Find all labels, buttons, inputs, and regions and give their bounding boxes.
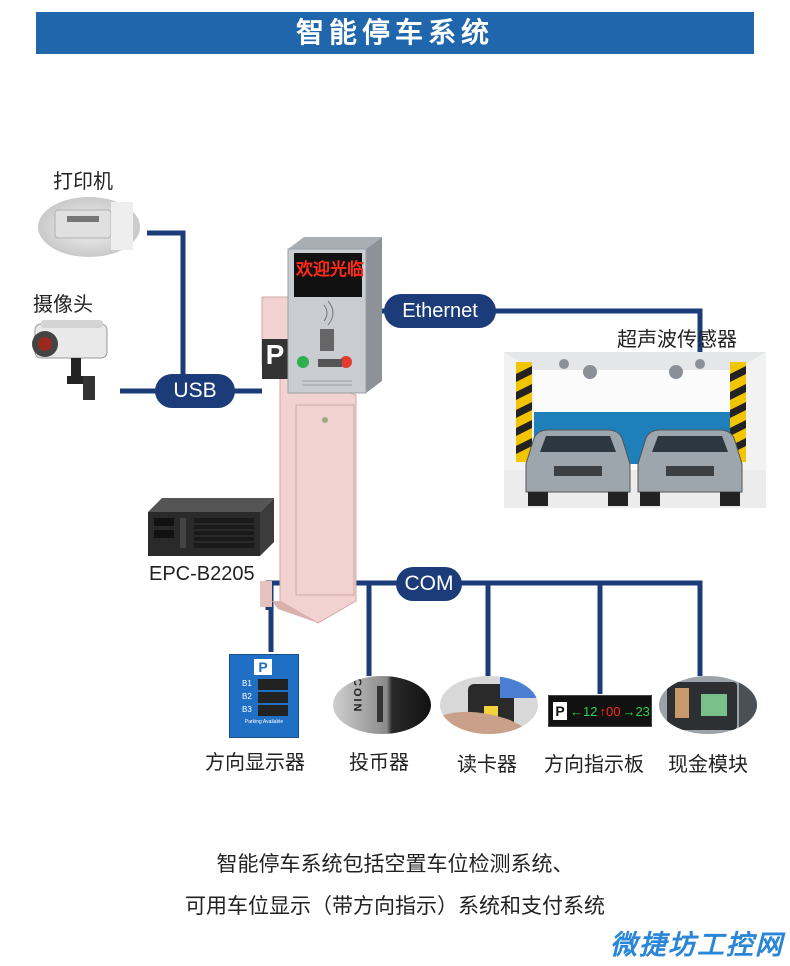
sensor-garage-image: [504, 352, 766, 508]
parking-kiosk: [260, 237, 382, 624]
cash-module-label: 现金模块: [668, 752, 748, 776]
display-row: B1: [242, 679, 288, 690]
board-left-count: ←12: [570, 703, 598, 719]
display-rows: B1 B2 B3: [242, 679, 288, 716]
direction-display-image: P B1 B2 B3 Parking Available: [229, 654, 299, 738]
ethernet-bus-label: Ethernet: [384, 294, 496, 328]
display-row: B3: [242, 705, 288, 716]
printer-wire: [147, 230, 186, 391]
display-row-label: B1: [242, 679, 252, 688]
watermark: 微捷坊工控网: [610, 930, 784, 961]
com-bus-label: COM: [396, 567, 462, 601]
sensor-label: 超声波传感器: [617, 327, 737, 351]
cash-module-image: [659, 676, 757, 734]
camera-image: [32, 320, 108, 400]
usb-bus-label: USB: [155, 374, 235, 408]
kiosk-p-sign: P: [265, 339, 285, 370]
display-row: B2: [242, 692, 288, 703]
display-footer: Parking Available: [244, 719, 284, 725]
direction-board-image: P ←12 ↑00 →23: [548, 695, 652, 727]
controller-image: [148, 498, 274, 556]
display-row-label: B2: [242, 692, 252, 701]
controller-label: EPC-B2205: [149, 563, 255, 585]
coin-text: COIN: [351, 678, 363, 714]
printer-image: [38, 197, 140, 257]
display-p-sign: P: [254, 659, 272, 675]
direction-board-label: 方向指示板: [544, 752, 644, 776]
board-p-sign: P: [553, 702, 567, 720]
camera-label: 摄像头: [33, 292, 93, 316]
board-mid-count: ↑00: [599, 703, 621, 719]
page-title: 智能停车系统: [295, 16, 494, 49]
title-banner: 智能停车系统: [36, 12, 754, 54]
card-reader-image: [440, 676, 538, 734]
description-line-2: 可用车位显示（带方向指示）系统和支付系统: [185, 894, 605, 918]
display-row-label: B3: [242, 705, 252, 714]
coin-label: 投币器: [349, 750, 409, 774]
card-reader-label: 读卡器: [457, 752, 517, 776]
kiosk-screen-text: 欢迎光临: [296, 260, 364, 280]
coin-acceptor-image: COIN: [333, 676, 431, 734]
board-right-count: →23: [622, 703, 650, 719]
printer-label: 打印机: [53, 169, 113, 193]
description-line-1: 智能停车系统包括空置车位检测系统、: [216, 852, 574, 876]
direction-display-label: 方向显示器: [205, 750, 305, 774]
